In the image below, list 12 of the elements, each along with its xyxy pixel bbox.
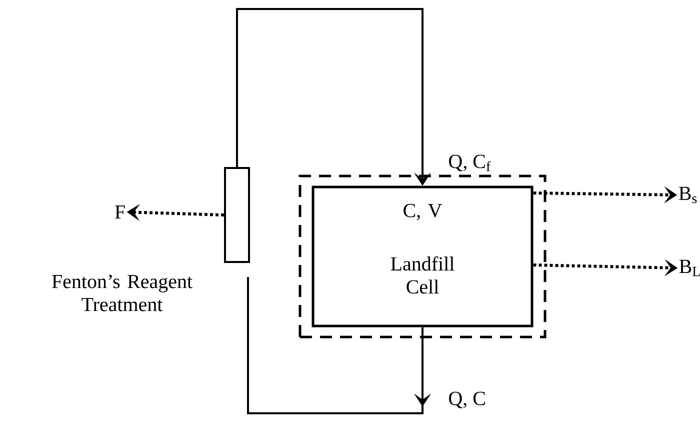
landfill-cell-box: [312, 186, 534, 328]
flow-label: B$_{s}$: [678, 186, 697, 204]
box-label: Fenton’s Reagent Treatment: [52, 274, 192, 312]
flow-label: B$_{L}$: [679, 260, 700, 276]
treatment-box: [224, 167, 250, 263]
edge-label: Q, C$_{f}$: [447, 154, 492, 172]
control-volume-boundary: [298, 174, 546, 338]
flow-label: F: [115, 205, 125, 219]
edge-label: Q, C: [447, 390, 487, 410]
flow-arrow: [247, 277, 432, 414]
box-label: Landfill Cell: [390, 256, 454, 294]
variable-label: C, V: [404, 204, 442, 220]
